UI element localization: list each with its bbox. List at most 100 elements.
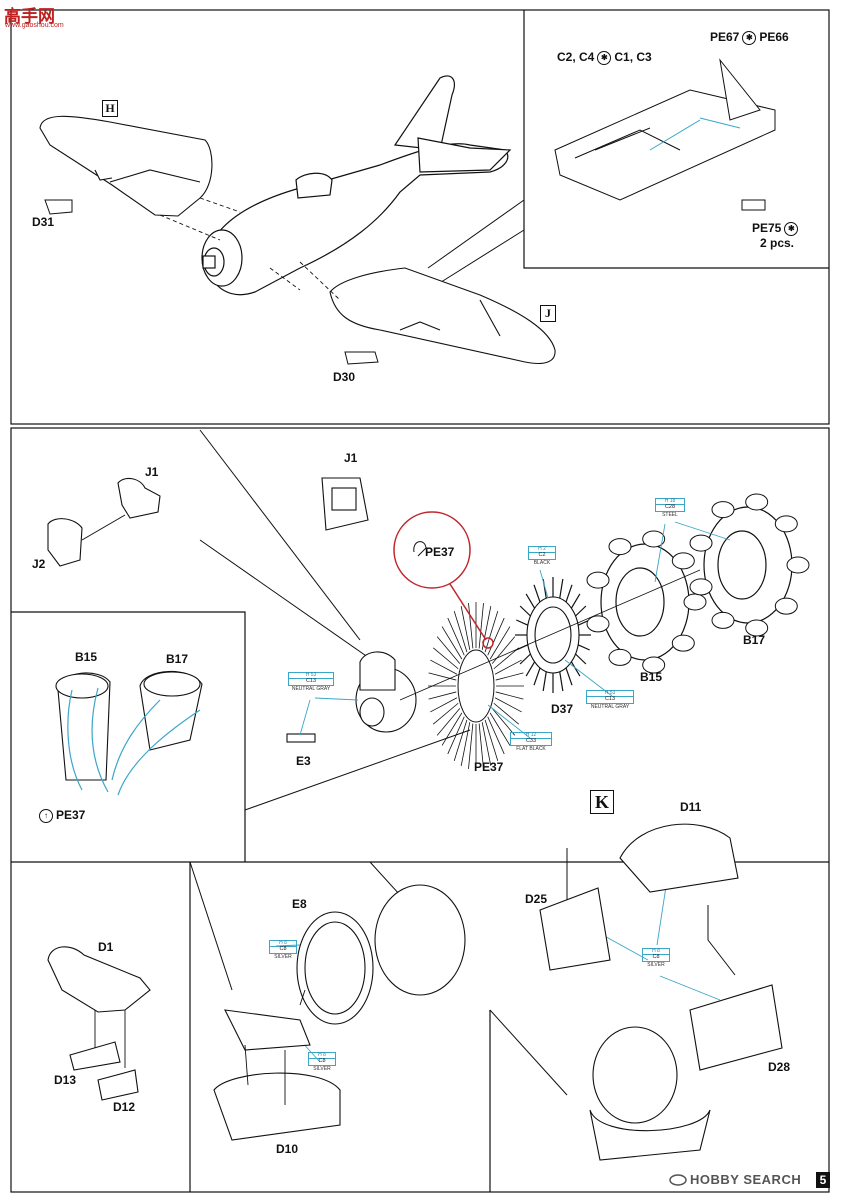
spoke-line	[478, 723, 484, 770]
small-parts-d30-d31	[44, 199, 379, 365]
j2-attach-arrow	[81, 514, 126, 541]
airplane-fuselage-drawing	[201, 75, 512, 296]
paint-name: NEUTRAL GRAY	[291, 685, 331, 692]
spoke-line	[519, 653, 531, 665]
spoke-line	[489, 712, 511, 746]
spoke-line	[484, 719, 499, 761]
label-b15-inset: B15	[75, 650, 98, 664]
wheel-well-detail	[554, 58, 776, 211]
spoke-line	[495, 672, 524, 681]
cylinder-fin	[689, 578, 713, 596]
label-d30: D30	[333, 370, 356, 384]
paint-code-secondary: C28	[655, 504, 685, 512]
paint-code-secondary: C8	[308, 1058, 336, 1066]
paint-code: H 2	[528, 546, 556, 553]
inset-exhaust-pipes	[55, 670, 203, 781]
label-pe37-inset: ↑PE37	[36, 808, 85, 823]
pe37-clip-shape	[413, 541, 427, 557]
spoke-line	[428, 672, 457, 681]
cowling-parts	[539, 823, 783, 1161]
paint-name: FLAT BLACK	[516, 745, 546, 752]
spoke-line	[468, 723, 474, 770]
watermark-logo: 高手网	[4, 7, 55, 26]
paint-code: H 53	[288, 672, 334, 679]
label-c-right: C1, C3	[614, 50, 652, 64]
paint-callout-steel: H 18 C28 STEEL	[655, 498, 685, 518]
spoke-line	[487, 716, 505, 755]
cylinder-bank-b15	[600, 543, 690, 661]
bend-symbol-icon: ↑	[39, 808, 53, 823]
paint-callout-silver-3: H 8 C8 SILVER	[642, 948, 670, 968]
glue-symbol-icon: ✱	[784, 221, 799, 236]
parts-d1-d12-d13	[47, 946, 151, 1101]
spoke-line	[436, 636, 461, 664]
spoke-line	[432, 647, 459, 670]
cylinder-fin	[745, 493, 769, 511]
label-b15: B15	[640, 670, 663, 684]
spoke-line	[575, 605, 587, 617]
cylinder-fin	[745, 619, 769, 637]
spoke-line	[491, 708, 516, 736]
label-c-parts: C2, C4✱C1, C3	[557, 50, 652, 65]
spoke-line	[516, 619, 529, 626]
cylinder-fin	[586, 571, 610, 589]
spoke-line	[533, 584, 541, 603]
label-b17-inset: B17	[166, 652, 189, 666]
spoke-line	[447, 716, 465, 755]
spoke-line	[428, 691, 457, 700]
paint-code: H 12	[510, 732, 552, 739]
spoke-line	[430, 697, 458, 713]
paint-callout-black: H 2 C2 BLACK	[528, 546, 556, 566]
spoke-line	[494, 697, 522, 713]
label-d37: D37	[551, 702, 574, 716]
cylinder-fin	[689, 534, 713, 552]
spoke-line	[460, 606, 471, 650]
cylinder-fin	[608, 538, 632, 556]
label-pe37-callout: PE37	[425, 545, 455, 559]
paint-code: H 8	[269, 940, 297, 947]
step-h-box: H	[102, 100, 118, 117]
spoke-line	[441, 626, 463, 660]
cylinder-fin	[711, 501, 735, 519]
paint-code: H 53	[586, 690, 634, 697]
d37-ignition-harness	[526, 596, 580, 674]
step-j-box: J	[540, 305, 556, 322]
paint-name: SILVER	[313, 1065, 331, 1072]
engine-axis-line	[399, 569, 701, 701]
footer-logo-mark	[669, 1174, 687, 1186]
paint-callout-silver-2: H 8 C8 SILVER	[308, 1052, 336, 1072]
paint-code: H 8	[308, 1052, 336, 1059]
label-j2: J2	[32, 557, 46, 571]
page-number: 5	[816, 1172, 830, 1188]
parts-e8-d10-engine	[213, 884, 466, 1141]
label-d25: D25	[525, 892, 548, 906]
label-d11: D11	[680, 800, 702, 814]
paint-name: SILVER	[274, 953, 292, 960]
label-j1: J1	[145, 465, 159, 479]
label-d31: D31	[32, 215, 55, 229]
spoke-line	[519, 605, 531, 617]
cylinder-fin	[608, 648, 632, 666]
paint-name: SILVER	[647, 961, 665, 968]
spoke-line	[533, 667, 541, 686]
label-e8: E8	[292, 897, 307, 911]
d1-attach-arrows	[94, 1010, 126, 1068]
spoke-line	[525, 661, 536, 677]
spoke-line	[478, 602, 484, 649]
spoke-line	[559, 671, 564, 692]
wheel-well-guides	[649, 117, 741, 151]
label-e3: E3	[296, 754, 311, 768]
paint-code-secondary: C8	[269, 946, 297, 954]
paint-code-secondary: C33	[510, 738, 552, 746]
spoke-line	[453, 719, 468, 761]
paint-code-secondary: C2	[528, 552, 556, 560]
spoke-line	[565, 584, 573, 603]
wing-attach-arrows	[159, 197, 341, 301]
label-d1: D1	[98, 940, 114, 954]
label-pe75-qty: 2 pcs.	[760, 236, 795, 250]
spoke-line	[570, 661, 581, 677]
label-pe67-pe66: PE67✱PE66	[710, 30, 789, 45]
paint-callout-neutral-gray-2: H 53 C13 NEUTRAL GRAY	[586, 690, 634, 710]
spoke-line	[493, 702, 520, 725]
paint-name: BLACK	[533, 559, 551, 566]
